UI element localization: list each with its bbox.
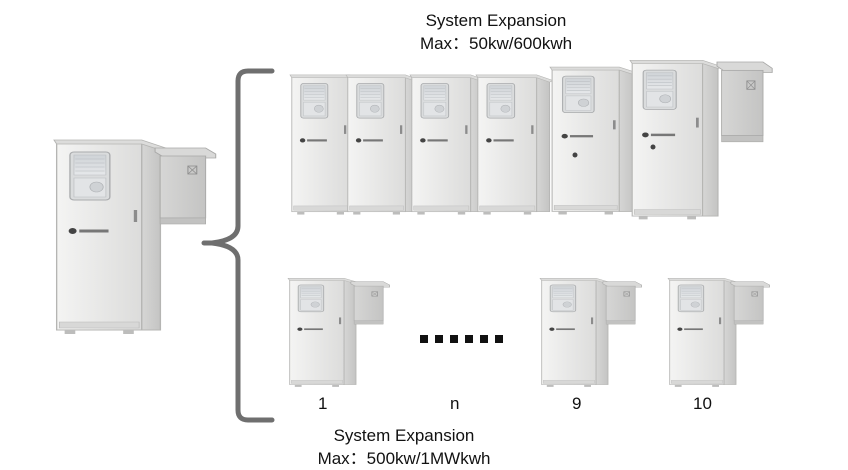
bottom-cabinet-1	[287, 277, 390, 388]
ellipsis-dots	[420, 335, 503, 343]
top-cabinet-6	[629, 59, 723, 220]
unit-label-9: 9	[572, 394, 582, 413]
top-caption: System Expansion Max：50kw/600kwh	[396, 9, 596, 55]
cabinet-row-top	[289, 59, 773, 220]
bottom-cabinet-9	[539, 277, 642, 388]
top-cabinet-5	[549, 66, 639, 216]
top-cabinet-4	[475, 74, 554, 216]
top-caption-line2: Max：50kw/600kwh	[419, 34, 573, 53]
bottom-caption-line2: Max：500kw/1MWkwh	[317, 449, 491, 468]
top-caption-line1: System Expansion	[425, 11, 567, 30]
bottom-caption: System Expansion Max：500kw/1MWkwh	[304, 424, 504, 470]
expansion-bracket	[201, 68, 275, 423]
top-cabinet-3	[409, 74, 488, 216]
top-cabinet-2	[345, 74, 423, 216]
unit-label-1: 1	[318, 394, 328, 413]
unit-label-10: 10	[693, 394, 712, 413]
bottom-caption-line1: System Expansion	[333, 426, 475, 445]
top-side-unit	[716, 61, 773, 143]
single-cabinet	[53, 139, 217, 335]
bottom-cabinet-10	[667, 277, 770, 388]
unit-label-n: n	[450, 394, 460, 413]
